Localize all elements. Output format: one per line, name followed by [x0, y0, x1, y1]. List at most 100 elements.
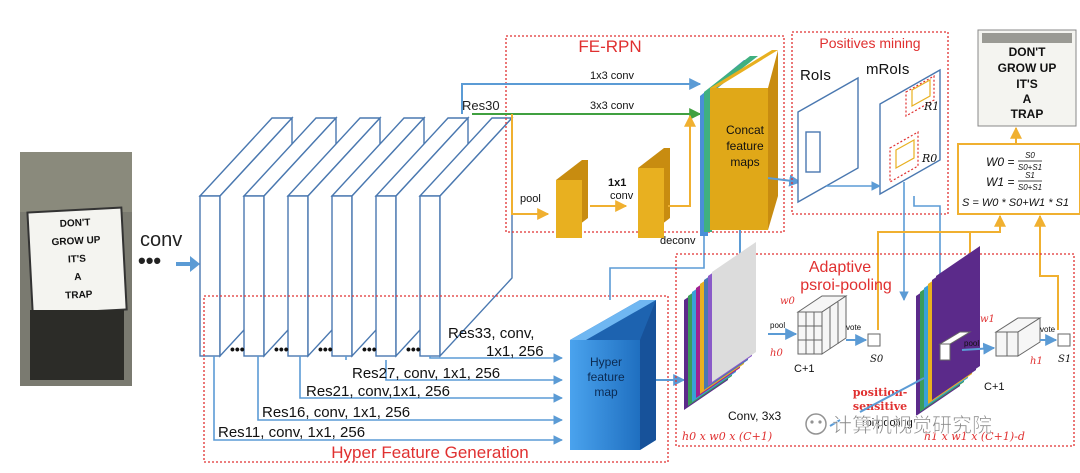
input-sign-line: IT'S [68, 254, 87, 266]
res-tap-connections [213, 353, 563, 445]
hyper-map-label: feature [587, 370, 625, 384]
res-block-ellipsis: ••• [362, 341, 377, 357]
h1-label: h1 [1030, 356, 1043, 367]
input-sign-line: DON'T [59, 217, 90, 230]
position-sensitive-label: position- [853, 386, 908, 399]
c-plus-1-right: C+1 [984, 381, 1005, 393]
hyper-generation-box [203, 295, 669, 463]
res-block-front [243, 195, 265, 357]
pool-label: pool [520, 193, 541, 205]
pool-label-right: pool [964, 339, 979, 348]
concat-label: feature [726, 139, 764, 153]
res-block-front [287, 195, 309, 357]
output-sign-line: DON'T [1009, 45, 1047, 59]
conv-label: conv [140, 229, 182, 251]
output-image: DON'T GROW UP IT'S A TRAP [977, 29, 1077, 127]
roi-box [805, 131, 821, 173]
conv1x3-label: 1x3 conv [590, 70, 635, 82]
hyper-generation-title: Hyper Feature Generation [331, 443, 529, 462]
conv3x3-label: 3x3 conv [590, 100, 635, 112]
w0-label: w0 [780, 296, 796, 307]
concat-feature-maps: Concat feature maps [700, 50, 778, 236]
input-sign-line: A [74, 272, 82, 283]
s0-label: S0 [870, 354, 884, 365]
r0-label: R0 [921, 152, 937, 165]
position-sensitive-maps-right [916, 246, 980, 416]
r1-box [905, 74, 935, 118]
res30-label: Res30 [462, 98, 500, 113]
hyper-map-label: Hyper [590, 355, 622, 369]
dims-right-label: h1 x w1 x (C+1)-d [924, 430, 1025, 443]
r1-label: R1 [923, 100, 939, 113]
r1-inner [911, 78, 931, 108]
output-sign-line: TRAP [1011, 107, 1044, 121]
w0-lhs: W0 = [986, 155, 1014, 169]
w1-denominator: S0+S1 [1018, 183, 1042, 192]
dims-left-label: h0 x w0 x (C+1) [682, 430, 772, 443]
output-sign-line: A [1023, 92, 1032, 106]
channel-plane [712, 242, 756, 382]
conv1x3-arrow [461, 78, 702, 114]
mrois-plane [879, 68, 941, 196]
conv-arrow [176, 256, 200, 272]
positives-mining-box [791, 31, 949, 215]
input-sign-line: TRAP [65, 289, 93, 301]
w1-lhs: W1 = [986, 175, 1014, 189]
watermark-text: 计算机视觉研究院 [832, 414, 992, 437]
input-sign-line: GROW UP [51, 235, 101, 249]
weights-box [957, 143, 1080, 215]
conv1x1-label: conv [610, 190, 634, 202]
deconv-label: deconv [660, 235, 696, 247]
hyper-feature-map: Hyper feature map [570, 300, 656, 450]
s0-cell [867, 333, 881, 347]
conv1x1-map [638, 148, 670, 238]
res-block-ellipsis: ••• [406, 341, 421, 357]
watermark: 计算机视觉研究院 [805, 413, 992, 437]
resnet-feature-stack: ••••••••••••••• [198, 116, 514, 358]
adaptive-box [675, 253, 1075, 447]
pool-label-left: pool [770, 321, 785, 330]
psroi-grid-left [796, 295, 848, 355]
res-tap-label: Res33, conv, [448, 325, 534, 342]
res-tap-label: Res27, conv, 1x1, 256 [352, 365, 500, 382]
channel-plane [936, 246, 980, 396]
hyper-map-label: map [594, 385, 618, 399]
h0-label: h0 [770, 348, 783, 359]
res-block-ellipsis: ••• [318, 341, 333, 357]
r0-inner [895, 138, 915, 170]
vote-label-right: vote [1040, 325, 1056, 334]
position-sensitive-label: sensitive [853, 400, 907, 413]
w1-numerator: S1 [1025, 171, 1035, 180]
r0-box [889, 130, 919, 184]
fe-rpn-title: FE-RPN [578, 37, 641, 56]
res-tap-label: Res16, conv, 1x1, 256 [262, 404, 410, 421]
concat-label: maps [730, 155, 759, 169]
res-block-front [331, 195, 353, 357]
w0-denominator: S0+S1 [1018, 163, 1042, 172]
rois-plane [797, 76, 859, 204]
pool-arrow [511, 114, 550, 220]
output-sign-line: GROW UP [998, 61, 1057, 75]
input-image: DON'T GROW UP IT'S A TRAP [20, 152, 132, 386]
res-block-front [375, 195, 397, 357]
res-block-front [199, 195, 221, 357]
res-tap-label: Res21, conv,1x1, 256 [306, 383, 450, 400]
roi-pooling-label: roi pooling [862, 417, 913, 429]
positives-mining-title: Positives mining [819, 35, 920, 51]
adaptive-title: Adaptive [809, 259, 871, 276]
deconv-arrow [668, 114, 696, 207]
concat-label: Concat [726, 123, 765, 137]
output-sign-line: IT'S [1016, 77, 1038, 91]
res-block-ellipsis: ••• [230, 341, 245, 357]
score-equation: S = W0 * S0+W1 * S1 [962, 197, 1069, 209]
conv-3x3-label: Conv, 3x3 [728, 409, 781, 423]
ellipsis-dots: ••• [138, 248, 161, 273]
res-tap-label: 1x1, 256 [486, 343, 544, 360]
rois-label: RoIs [800, 67, 831, 84]
psroi-grid-right [938, 317, 1042, 361]
s1-label: S1 [1058, 354, 1071, 365]
mrois-label: mRoIs [866, 61, 909, 78]
res-tap-label: Res11, conv, 1x1, 256 [218, 424, 365, 441]
w1-label: w1 [980, 314, 995, 325]
